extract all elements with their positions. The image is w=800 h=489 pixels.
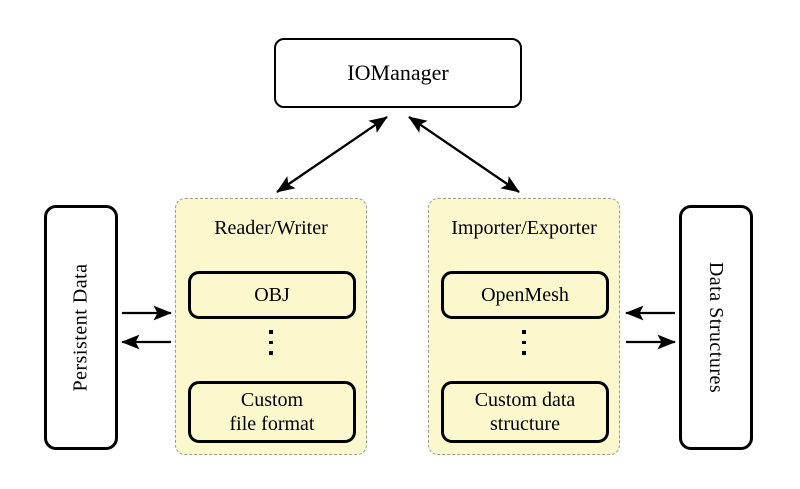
custom-data-structure-label-line2: structure [490, 413, 560, 435]
arrow-manager-readerwriter [276, 116, 388, 193]
reader-writer-ellipsis-icon [176, 330, 366, 355]
node-custom-data-structure[interactable]: Custom data structure [441, 381, 609, 443]
panel-importer-exporter[interactable]: Importer/Exporter OpenMesh Custom data s… [428, 198, 620, 455]
importer-exporter-ellipsis-icon [429, 330, 619, 355]
panel-reader-writer-title: Reader/Writer [214, 217, 328, 239]
panel-reader-writer[interactable]: Reader/Writer OBJ Custom file format [175, 198, 367, 455]
custom-file-format-label-line1: Custom [240, 389, 304, 411]
persistent-data-label: Persistent Data [69, 263, 92, 392]
data-structures-label: Data Structures [705, 261, 728, 394]
arrow-manager-importerexporter [408, 116, 520, 193]
node-persistent-data[interactable]: Persistent Data [44, 205, 118, 450]
obj-label: OBJ [254, 284, 290, 306]
openmesh-label: OpenMesh [481, 284, 569, 306]
node-obj[interactable]: OBJ [188, 271, 356, 319]
iomanager-label: IOManager [347, 60, 449, 86]
panel-importer-exporter-title: Importer/Exporter [451, 217, 597, 239]
custom-file-format-label-line2: file format [229, 413, 315, 435]
node-custom-file-format[interactable]: Custom file format [188, 381, 356, 443]
node-data-structures[interactable]: Data Structures [679, 205, 753, 450]
node-iomanager[interactable]: IOManager [274, 38, 522, 108]
custom-data-structure-label-line1: Custom data [474, 389, 576, 411]
node-openmesh[interactable]: OpenMesh [441, 271, 609, 319]
